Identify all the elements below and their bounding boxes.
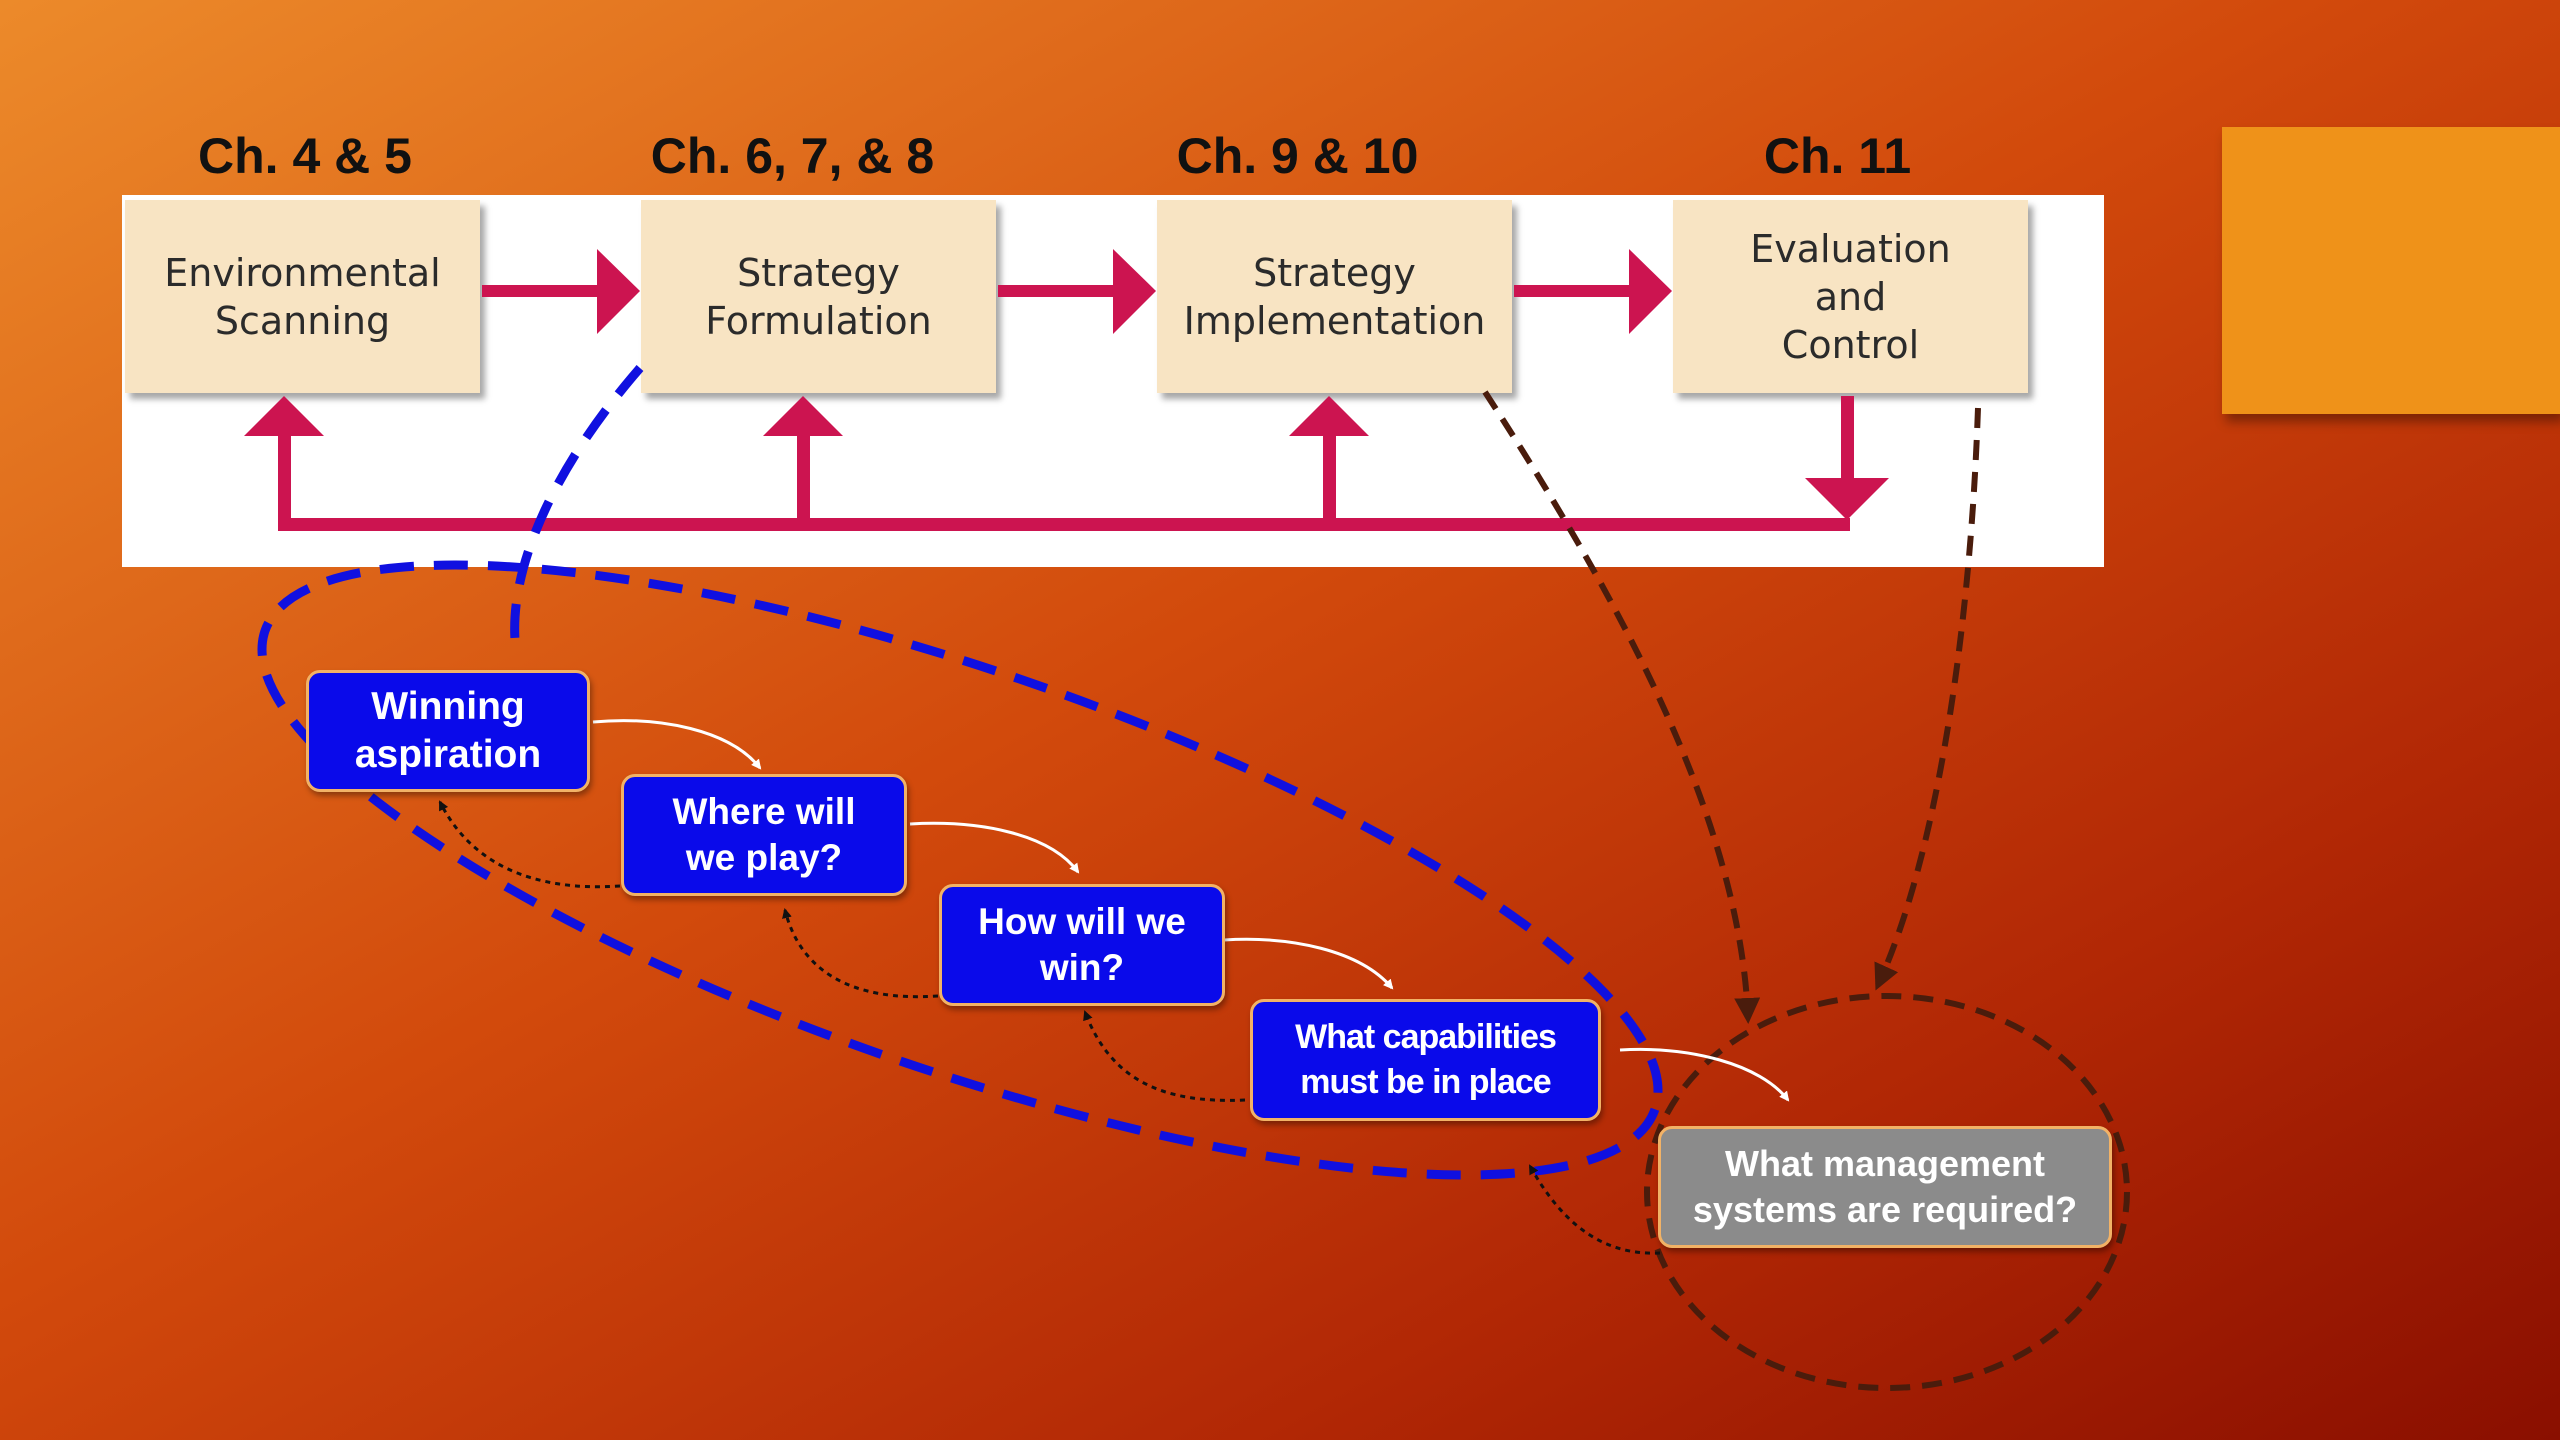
question-label: What capabilities must be in place	[1295, 1018, 1557, 1101]
question-feedback-arrow	[1528, 1164, 1661, 1255]
flow-arrow	[1514, 249, 1672, 334]
question-forward-arrow	[592, 719, 762, 770]
flow-arrow	[482, 249, 640, 334]
question-how-will-we-win: How will we win?	[939, 884, 1225, 1006]
chapter-label-environmental: Ch. 4 & 5	[198, 128, 412, 184]
stage-evaluation-control: Evaluation and Control	[1673, 200, 2028, 393]
question-feedback-arrow	[438, 800, 621, 889]
chapter-label-evaluation: Ch. 11	[1763, 128, 1912, 184]
chapter-label-implementation: Ch. 9 & 10	[1176, 128, 1419, 184]
question-label: Where will we play?	[672, 791, 856, 878]
brown-dashed-connector	[1482, 390, 1761, 1024]
blue-dashed-connector	[510, 365, 644, 641]
feedback-loop	[244, 396, 1889, 531]
stage-label: Strategy Implementation	[1183, 250, 1486, 343]
brown-dashed-circle	[1644, 993, 2130, 1391]
question-forward-arrow	[1619, 1047, 1790, 1102]
stage-strategy-formulation: Strategy Formulation	[641, 200, 996, 393]
question-feedback-arrow	[782, 908, 939, 999]
question-where-will-we-play: Where will we play?	[621, 774, 907, 896]
blue-dashed-ellipse	[257, 560, 1663, 1180]
question-capabilities: What capabilities must be in place	[1250, 999, 1601, 1121]
question-label: What management systems are required?	[1692, 1143, 2078, 1230]
stage-label: Environmental Scanning	[164, 250, 441, 343]
stage-label: Evaluation and Control	[1750, 226, 1951, 367]
question-label: How will we win?	[978, 901, 1186, 988]
question-label: Winning aspiration	[354, 685, 542, 776]
chapter-label-formulation: Ch. 6, 7, & 8	[650, 128, 935, 184]
question-winning-aspiration: Winning aspiration	[306, 670, 590, 792]
brown-dashed-connector	[1874, 407, 1981, 991]
question-feedback-arrow	[1083, 1010, 1246, 1102]
question-management-systems: What management systems are required?	[1658, 1126, 2112, 1248]
question-forward-arrow	[1223, 937, 1394, 990]
stage-label: Strategy Formulation	[705, 250, 932, 343]
question-forward-arrow	[909, 821, 1080, 874]
flow-arrow	[998, 249, 1156, 334]
accent-square	[2222, 127, 2560, 414]
stage-environmental-scanning: Environmental Scanning	[125, 200, 480, 393]
stage-strategy-implementation: Strategy Implementation	[1157, 200, 1512, 393]
